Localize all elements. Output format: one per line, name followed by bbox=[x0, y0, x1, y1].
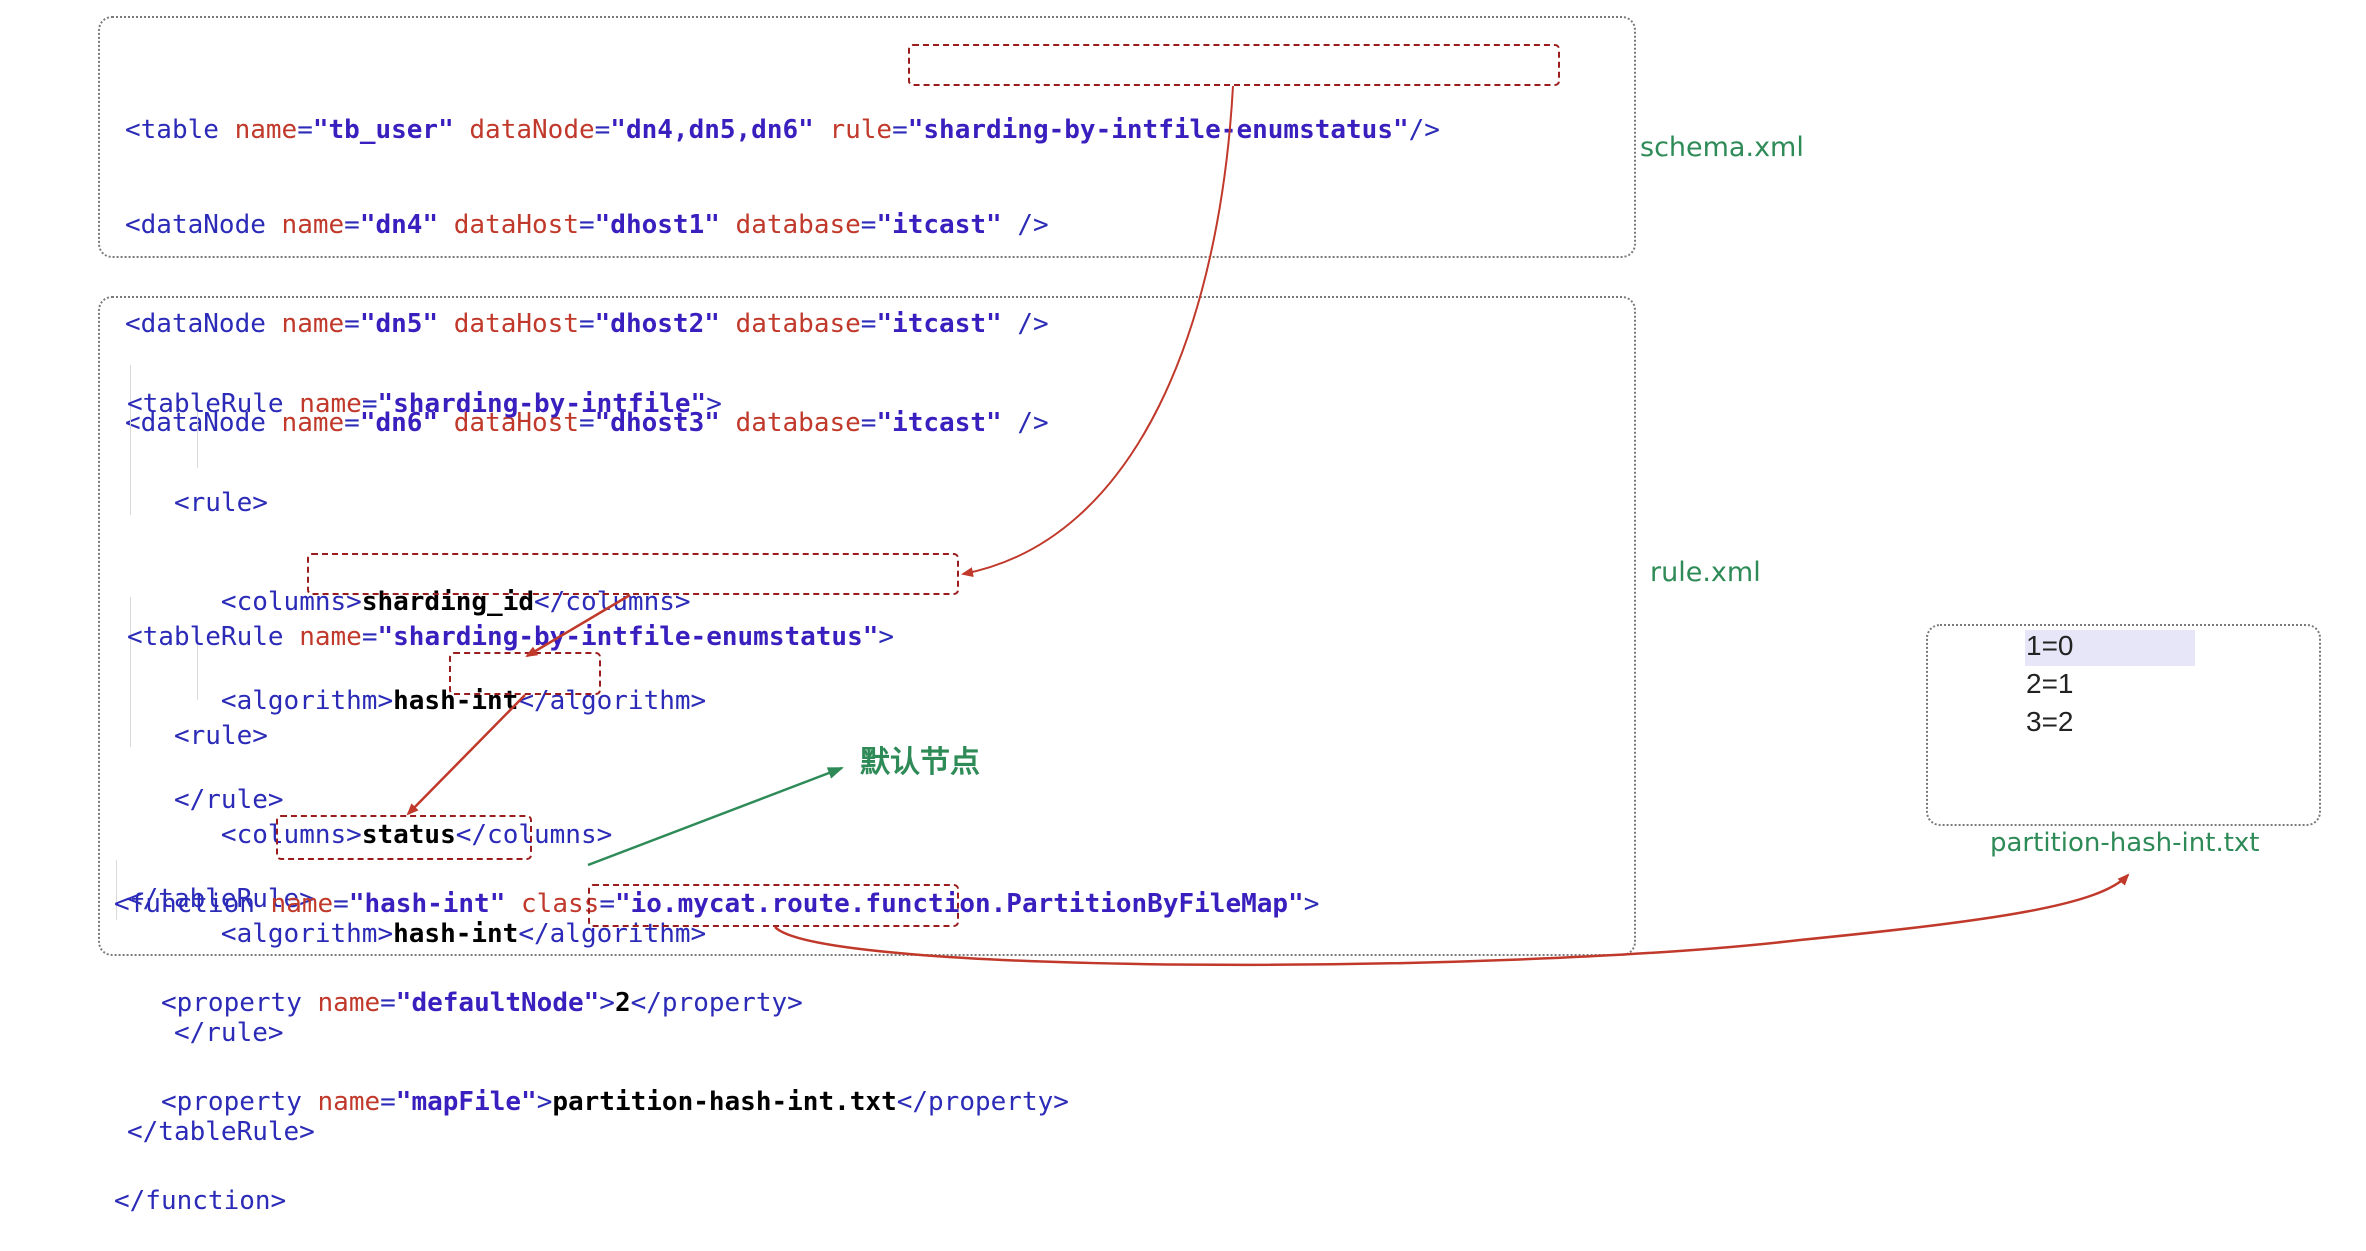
default-node-note: 默认节点 bbox=[860, 745, 980, 780]
mapfile-panel bbox=[1926, 624, 2321, 826]
connector-arrows bbox=[406, 85, 2130, 967]
indent-guide bbox=[116, 860, 117, 920]
table-line: <table name="tb_user" dataNode="dn4,dn5,… bbox=[125, 115, 1440, 145]
schema-xml-panel bbox=[98, 16, 1636, 258]
tablerule-name-box bbox=[307, 553, 959, 595]
function-name-box bbox=[276, 815, 532, 860]
tablerule-1: <tableRule name="sharding-by-intfile"> <… bbox=[127, 389, 722, 914]
arrow-mapfile-to-txt bbox=[774, 873, 2130, 967]
mapfile-value-box bbox=[588, 884, 959, 927]
mapfile-label: partition-hash-int.txt bbox=[1990, 828, 2260, 858]
datanode-line: <dataNode name="dn5" dataHost="dhost2" d… bbox=[125, 309, 1049, 339]
rule-attr: rule bbox=[829, 115, 893, 145]
line-highlight bbox=[2025, 630, 2195, 666]
indent-guide bbox=[130, 365, 131, 515]
arrow-algorithm-to-function bbox=[406, 694, 526, 816]
datanode-list: <dataNode name="dn4" dataHost="dhost1" d… bbox=[125, 143, 1049, 473]
datanode-line: <dataNode name="dn4" dataHost="dhost1" d… bbox=[125, 210, 1049, 240]
indent-guide bbox=[197, 398, 198, 468]
map-line: 2=1 bbox=[2026, 668, 2074, 699]
indent-guide bbox=[130, 597, 131, 747]
arrow-tablerule-to-algorithm bbox=[525, 593, 631, 658]
indent-guide bbox=[197, 630, 198, 700]
rule-attr-box bbox=[908, 44, 1560, 86]
schema-code: <table name="tb_user" dataNode="dn4,dn5,… bbox=[125, 48, 1440, 180]
rule-value: "sharding-by-intfile-enumstatus" bbox=[907, 115, 1409, 145]
algorithm-box bbox=[449, 652, 601, 695]
map-line: 1=0 bbox=[2026, 630, 2074, 661]
map-line: 3=2 bbox=[2026, 706, 2074, 737]
rule-xml-panel bbox=[98, 296, 1636, 956]
datanode-line: <dataNode name="dn6" dataHost="dhost3" d… bbox=[125, 408, 1049, 438]
arrow-rule-to-tablerule bbox=[961, 85, 1234, 578]
arrow-defaultnode-note bbox=[587, 766, 844, 867]
schema-file-label: schema.xml bbox=[1640, 132, 1804, 163]
rule-file-label: rule.xml bbox=[1650, 557, 1761, 588]
